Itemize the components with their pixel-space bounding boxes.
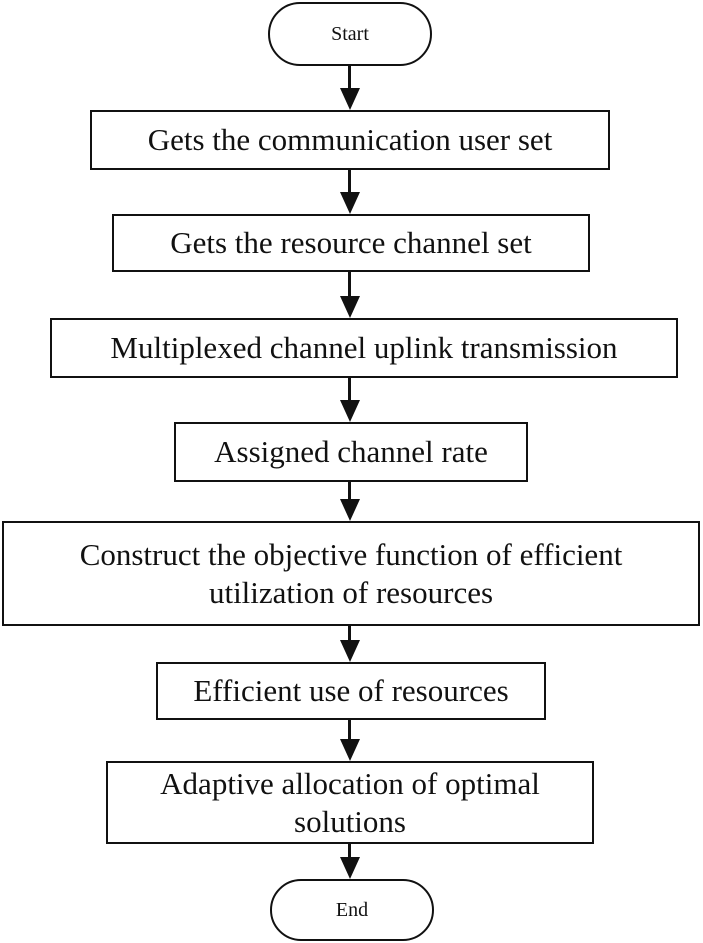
step-3-line-1: Multiplexed channel uplink transmission — [110, 330, 618, 365]
step-get-user-set: Gets the communication user set — [90, 110, 610, 170]
connector-1 — [348, 66, 351, 89]
step-multiplexed-uplink: Multiplexed channel uplink transmission — [50, 318, 678, 378]
end-terminal: End — [270, 879, 434, 941]
end-label: End — [335, 898, 369, 921]
connector-7 — [348, 720, 351, 740]
arrow-1 — [339, 88, 360, 110]
step-adaptive-allocation: Adaptive allocation of optimal solutions — [106, 761, 594, 844]
connector-8 — [348, 844, 351, 858]
connector-5 — [348, 482, 351, 500]
arrow-8 — [339, 857, 360, 879]
arrow-5 — [339, 499, 360, 521]
step-7-line-1: Adaptive allocation of optimal — [160, 765, 540, 801]
connector-4 — [348, 378, 351, 401]
connector-2 — [348, 170, 351, 193]
step-4-line-1: Assigned channel rate — [214, 434, 488, 469]
connector-3 — [348, 272, 351, 297]
step-efficient-use: Efficient use of resources — [156, 662, 546, 720]
arrow-2 — [339, 192, 360, 214]
step-1-line-1: Gets the communication user set — [147, 122, 553, 157]
step-2-line-1: Gets the resource channel set — [170, 225, 532, 260]
step-construct-objective-function: Construct the objective function of effi… — [2, 521, 700, 626]
step-7-line-2: solutions — [294, 803, 406, 839]
step-6-line-1: Efficient use of resources — [193, 673, 509, 708]
connector-6 — [348, 626, 351, 641]
arrow-7 — [339, 739, 360, 761]
start-terminal: Start — [268, 2, 432, 66]
arrow-6 — [339, 640, 360, 662]
arrow-3 — [339, 296, 360, 318]
step-5-line-2: utilization of resources — [208, 574, 494, 610]
step-get-resource-channel-set: Gets the resource channel set — [112, 214, 590, 272]
step-assigned-channel-rate: Assigned channel rate — [174, 422, 528, 482]
start-label: Start — [331, 22, 369, 45]
arrow-4 — [339, 400, 360, 422]
step-5-line-1: Construct the objective function of effi… — [79, 536, 623, 572]
